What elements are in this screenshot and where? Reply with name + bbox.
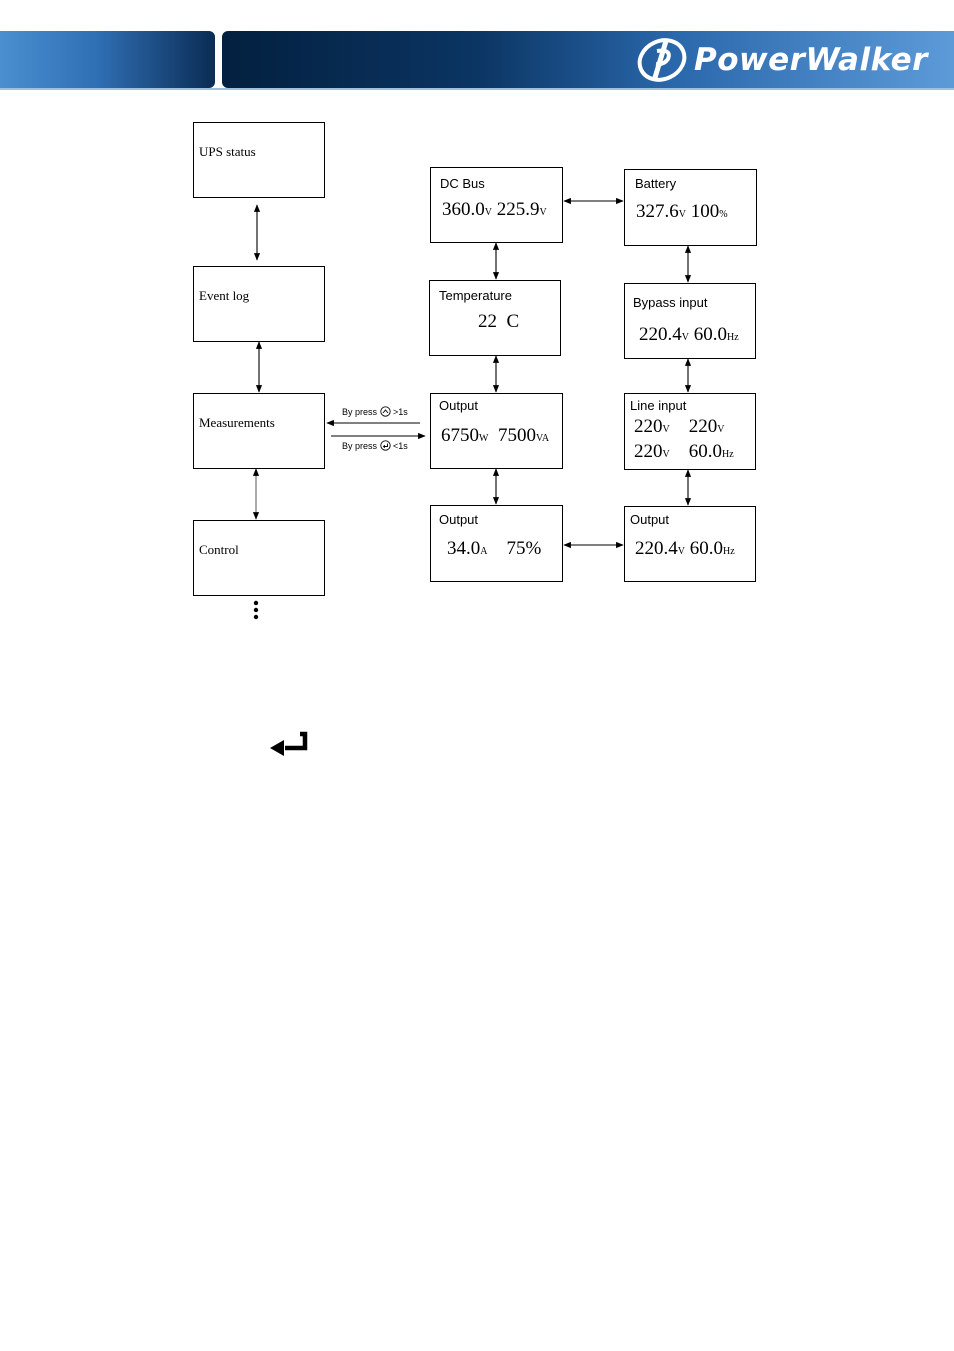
more-dots-icon — [254, 601, 258, 619]
enter-return-icon — [270, 734, 305, 756]
